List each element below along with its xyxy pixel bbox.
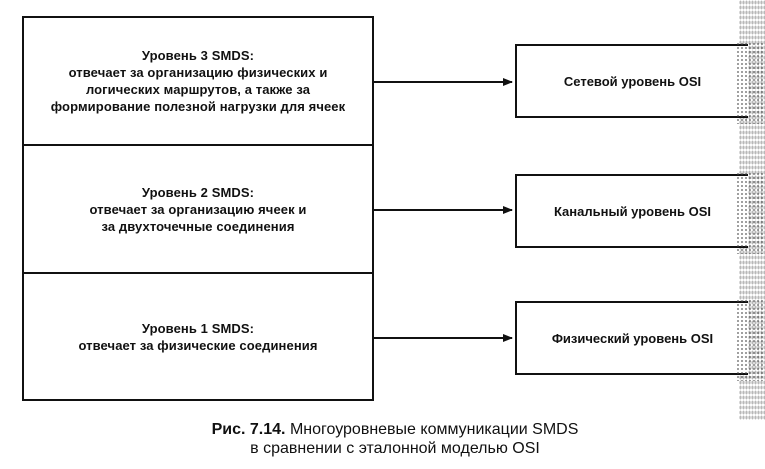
smds-layer-1-line-1: отвечает за физические соединения [78, 337, 318, 353]
smds-layer-1: Уровень 1 SMDS: отвечает за физические с… [24, 274, 372, 399]
smds-layer-2-text: Уровень 2 SMDS: отвечает за организацию … [89, 184, 306, 235]
osi-datalink-layer-box: Канальный уровень OSI [515, 172, 765, 254]
smds-layer-2-line-1: отвечает за организацию ячеек и [89, 201, 307, 217]
smds-layer-2-line-2: за двухточечные соединения [101, 218, 295, 234]
osi-physical-layer-box: Физический уровень OSI [515, 299, 765, 381]
smds-layer-3-title: Уровень 3 SMDS: [141, 48, 255, 63]
scan-noise [736, 172, 765, 254]
smds-layer-3-line-3: формирование полезной нагрузки для ячеек [50, 99, 346, 114]
smds-layer-2-title: Уровень 2 SMDS: [141, 184, 255, 200]
figure-caption: Рис. 7.14. Многоуровневые коммуникации S… [0, 420, 765, 458]
smds-layer-2: Уровень 2 SMDS: отвечает за организацию … [24, 146, 372, 274]
scan-noise [736, 42, 765, 124]
scan-noise [736, 299, 765, 381]
smds-layer-3-text: Уровень 3 SMDS: отвечает за организацию … [51, 47, 346, 115]
smds-layer-3: Уровень 3 SMDS: отвечает за организацию … [24, 18, 372, 146]
smds-layer-1-title: Уровень 1 SMDS: [141, 320, 255, 336]
figure-caption-line-1: Рис. 7.14. Многоуровневые коммуникации S… [0, 420, 765, 439]
smds-layer-stack: Уровень 3 SMDS: отвечает за организацию … [22, 16, 374, 401]
osi-network-layer-box: Сетевой уровень OSI [515, 42, 765, 124]
smds-layer-3-line-1: отвечает за организацию физических и [68, 65, 328, 80]
figure-caption-text-1: Многоуровневые коммуникации SMDS [289, 421, 579, 438]
osi-network-layer-label: Сетевой уровень OSI [563, 73, 702, 89]
smds-layer-3-line-2: логических маршрутов, а также за [85, 82, 311, 97]
figure-caption-line-2: в сравнении с эталонной моделью OSI [250, 440, 540, 457]
osi-physical-layer-label: Физический уровень OSI [551, 330, 714, 346]
osi-datalink-layer-label: Канальный уровень OSI [553, 203, 712, 219]
figure-number: Рис. 7.14. [211, 421, 286, 438]
smds-layer-1-text: Уровень 1 SMDS: отвечает за физические с… [78, 320, 317, 354]
